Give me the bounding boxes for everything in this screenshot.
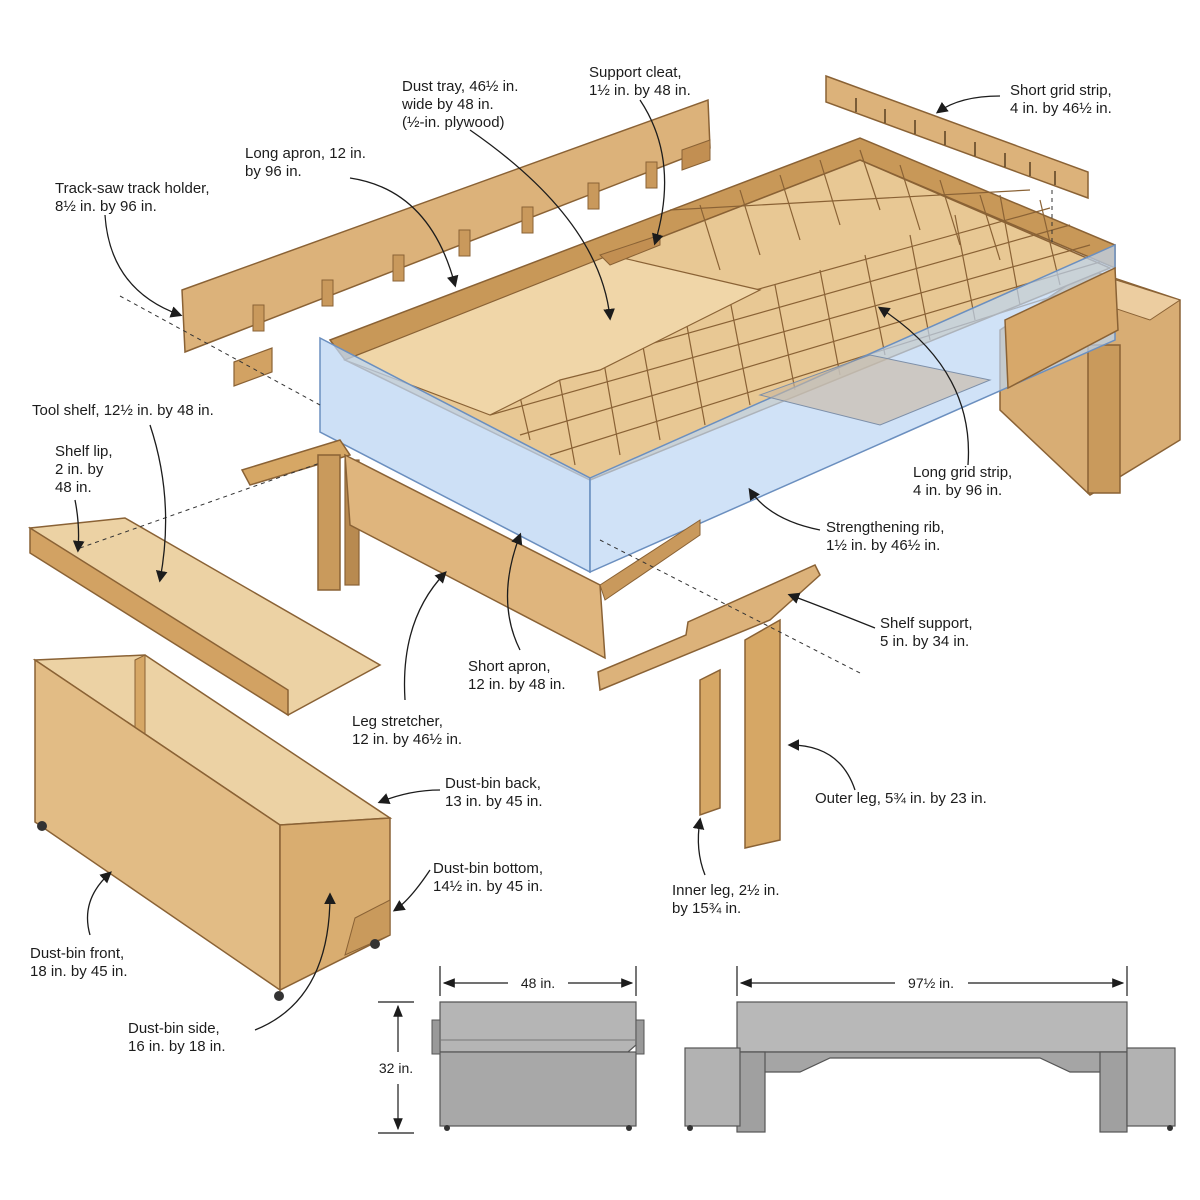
callout-strengthening-rib: Strengthening rib, 1½ in. by 46½ in. — [826, 519, 945, 554]
end-elevation — [431, 1001, 645, 1131]
callout-dust-tray: Dust tray, 46½ in. wide by 48 in. (½-in.… — [402, 78, 519, 131]
callout-tool-shelf: Tool shelf, 12½ in. by 48 in. — [32, 402, 214, 419]
dim-length: 97½ in. — [908, 975, 954, 991]
callout-long-apron: Long apron, 12 in. by 96 in. — [245, 145, 366, 180]
callout-shelf-support: Shelf support, 5 in. by 34 in. — [880, 615, 973, 650]
right-short-apron — [1004, 266, 1119, 390]
explode-lines — [79, 190, 1053, 674]
left-outer-leg — [317, 454, 341, 591]
inner-leg-part — [699, 668, 721, 817]
outer-leg-part — [744, 618, 781, 849]
left-shelf-support — [240, 439, 352, 486]
main-assembly — [240, 137, 1182, 660]
dimension-lines-end — [378, 966, 637, 1134]
shelf-support-part — [597, 564, 821, 692]
callout-long-grid-strip: Long grid strip, 4 in. by 96 in. — [913, 464, 1013, 499]
dim-height: 32 in. — [379, 1060, 413, 1076]
callout-dust-bin-front: Dust-bin front, 18 in. by 45 in. — [30, 945, 128, 980]
callout-outer-leg: Outer leg, 5¾ in. by 23 in. — [815, 790, 987, 807]
callout-short-grid-strip: Short grid strip, 4 in. by 46½ in. — [1010, 82, 1112, 117]
callout-short-apron: Short apron, 12 in. by 48 in. — [468, 658, 566, 693]
tool-shelf-part — [27, 517, 382, 717]
dim-end-width: 48 in. — [521, 975, 555, 991]
leader-lines — [72, 95, 1001, 1031]
side-elevation — [684, 1001, 1176, 1133]
dust-bin-part — [32, 654, 393, 1001]
dimension-lines-side — [736, 966, 1128, 996]
short-grid-strip-part — [825, 74, 1089, 200]
callout-dust-bin-side: Dust-bin side, 16 in. by 18 in. — [128, 1020, 226, 1055]
loose-block — [233, 347, 273, 387]
callout-dust-bin-back: Dust-bin back, 13 in. by 45 in. — [445, 775, 543, 810]
callout-track-holder: Track-saw track holder, 8½ in. by 96 in. — [55, 180, 210, 215]
callout-inner-leg: Inner leg, 2½ in. by 15¾ in. — [672, 882, 780, 917]
callout-support-cleat: Support cleat, 1½ in. by 48 in. — [589, 64, 691, 99]
callout-leg-stretcher: Leg stretcher, 12 in. by 46½ in. — [352, 713, 463, 748]
callout-dust-bin-bottom: Dust-bin bottom, 14½ in. by 45 in. — [433, 860, 544, 895]
track-holder-part — [181, 98, 711, 387]
callout-shelf-lip: Shelf lip, 2 in. by 48 in. — [55, 443, 113, 496]
strengthening-rib-part — [758, 354, 992, 426]
right-outer-leg — [1087, 344, 1121, 494]
